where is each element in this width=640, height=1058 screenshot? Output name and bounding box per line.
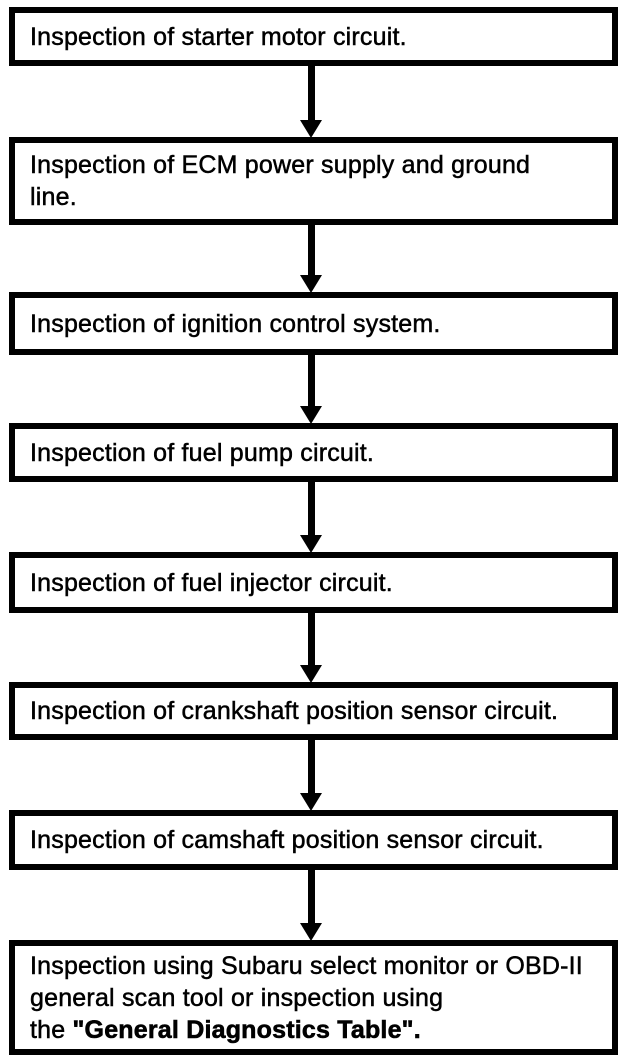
arrowhead-icon bbox=[300, 406, 322, 424]
flow-step-camshaft-position-sensor: Inspection of camshaft position sensor c… bbox=[9, 810, 618, 870]
down-arrow bbox=[300, 613, 322, 683]
flow-step-select-monitor-general-diagnostics: Inspection using Subaru select monitor o… bbox=[9, 940, 618, 1055]
down-arrow bbox=[300, 66, 322, 138]
flow-step-starter-motor-circuit: Inspection of starter motor circuit. bbox=[9, 7, 618, 66]
arrow-shaft bbox=[307, 482, 315, 535]
step-line: general scan tool or inspection using bbox=[30, 982, 600, 1014]
step-text: line. bbox=[30, 183, 77, 212]
arrowhead-icon bbox=[300, 275, 322, 293]
step-line: Inspection of camshaft position sensor c… bbox=[30, 824, 600, 856]
arrow-shaft bbox=[307, 66, 315, 120]
arrow-shaft bbox=[307, 225, 315, 275]
step-text: Inspection of starter motor circuit. bbox=[30, 22, 407, 51]
down-arrow bbox=[300, 482, 322, 553]
down-arrow bbox=[300, 225, 322, 293]
arrow-shaft bbox=[307, 355, 315, 406]
flow-step-crankshaft-position-sensor: Inspection of crankshaft position sensor… bbox=[9, 682, 618, 740]
step-line: Inspection of ECM power supply and groun… bbox=[30, 149, 600, 181]
step-text: Inspection of fuel pump circuit. bbox=[30, 438, 375, 467]
step-line: Inspection of fuel pump circuit. bbox=[30, 437, 600, 469]
step-line: line. bbox=[30, 181, 600, 213]
step-text: Inspection of ECM power supply and groun… bbox=[30, 151, 531, 180]
arrowhead-icon bbox=[300, 120, 322, 138]
arrow-shaft bbox=[307, 870, 315, 923]
step-text: Inspection of ignition control system. bbox=[30, 309, 441, 338]
down-arrow bbox=[300, 870, 322, 941]
step-text-bold: "General Diagnostics Table". bbox=[72, 1015, 421, 1044]
flow-step-ignition-control: Inspection of ignition control system. bbox=[9, 292, 618, 355]
down-arrow bbox=[300, 740, 322, 811]
arrowhead-icon bbox=[300, 535, 322, 553]
flow-step-ecm-power-ground: Inspection of ECM power supply and groun… bbox=[9, 137, 618, 225]
arrowhead-icon bbox=[300, 923, 322, 941]
flow-step-fuel-injector-circuit: Inspection of fuel injector circuit. bbox=[9, 552, 618, 613]
step-text: the bbox=[30, 1015, 73, 1044]
step-line: Inspection using Subaru select monitor o… bbox=[30, 950, 600, 982]
step-line: Inspection of crankshaft position sensor… bbox=[30, 695, 600, 727]
step-text: Inspection using Subaru select monitor o… bbox=[30, 951, 583, 980]
down-arrow bbox=[300, 355, 322, 424]
arrow-shaft bbox=[307, 613, 315, 665]
step-line: the "General Diagnostics Table". bbox=[30, 1014, 600, 1046]
step-text: Inspection of camshaft position sensor c… bbox=[30, 826, 544, 855]
step-text: general scan tool or inspection using bbox=[30, 983, 444, 1012]
step-line: Inspection of starter motor circuit. bbox=[30, 21, 600, 53]
step-text: Inspection of fuel injector circuit. bbox=[30, 568, 393, 597]
flow-step-fuel-pump-circuit: Inspection of fuel pump circuit. bbox=[9, 423, 618, 482]
step-line: Inspection of fuel injector circuit. bbox=[30, 567, 600, 599]
step-text: Inspection of crankshaft position sensor… bbox=[30, 697, 559, 726]
arrowhead-icon bbox=[300, 665, 322, 683]
step-line: Inspection of ignition control system. bbox=[30, 308, 600, 340]
arrow-shaft bbox=[307, 740, 315, 793]
arrowhead-icon bbox=[300, 793, 322, 811]
